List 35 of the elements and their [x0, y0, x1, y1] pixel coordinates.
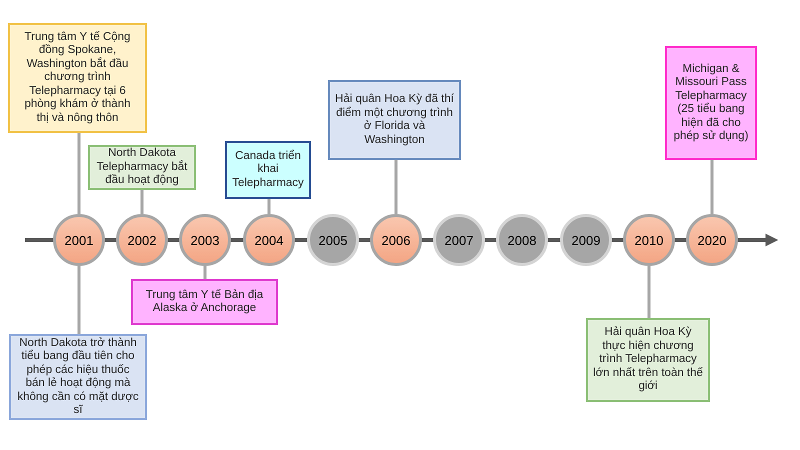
- event-description: Trung tâm Y tế Bản địa Alaska ở Anchorage: [144, 288, 264, 316]
- connector-line: [204, 266, 206, 279]
- year-label: 2003: [190, 232, 220, 248]
- event-description: North Dakota Telepharmacy bắt đầu hoạt động: [96, 147, 188, 188]
- year-label: 2005: [318, 232, 348, 248]
- event-description: Hải quân Hoa Kỳ đã thí điểm một chương trình ở Florida và Washington: [335, 93, 454, 147]
- year-label: 2007: [444, 232, 474, 248]
- event-description: Hải quân Hoa Kỳ thực hiện chương trình Telepharmacy lớn nhất trên toàn thế giới: [593, 326, 703, 394]
- connector-line: [710, 160, 714, 214]
- event-box: [8, 23, 147, 133]
- year-label: 2009: [572, 232, 600, 248]
- event-box: [88, 145, 196, 190]
- event-box: [131, 279, 278, 325]
- event-box: [665, 46, 757, 160]
- connector-line: [268, 199, 270, 214]
- event-box: [328, 80, 461, 160]
- year-label: 2008: [508, 232, 536, 248]
- year-label: 2004: [254, 232, 284, 248]
- event-description: Canada triển khai Telepharmacy: [231, 150, 305, 190]
- event-description: Michigan & Missouri Pass Telepharmacy (25 tiểu bang hiện đã cho phép sử dụng): [672, 62, 750, 144]
- event-box: [586, 318, 710, 402]
- year-label: 2020: [698, 232, 726, 248]
- year-label: 2010: [634, 232, 664, 248]
- connector-line: [648, 266, 650, 318]
- event-box: [9, 334, 147, 420]
- event-description: North Dakota trở thành tiểu bang đầu tiên cho phép các hiệu thuốc bán lẻ hoạt động mà không cần có mặt dược sĩ: [16, 336, 140, 418]
- event-box: [225, 141, 311, 199]
- year-label: 2001: [64, 232, 94, 248]
- event-description: Trung tâm Y tế Cộng đồng Spokane, Washington bắt đầu chương trình Telepharmacy tại 6 phòng khám ở thành thị và nông thôn: [23, 30, 132, 126]
- year-label: 2006: [382, 232, 410, 248]
- connector-line: [394, 160, 398, 214]
- connector-line: [140, 190, 144, 214]
- connector-line: [78, 266, 80, 334]
- connector-line: [78, 133, 80, 214]
- year-label: 2002: [128, 232, 156, 248]
